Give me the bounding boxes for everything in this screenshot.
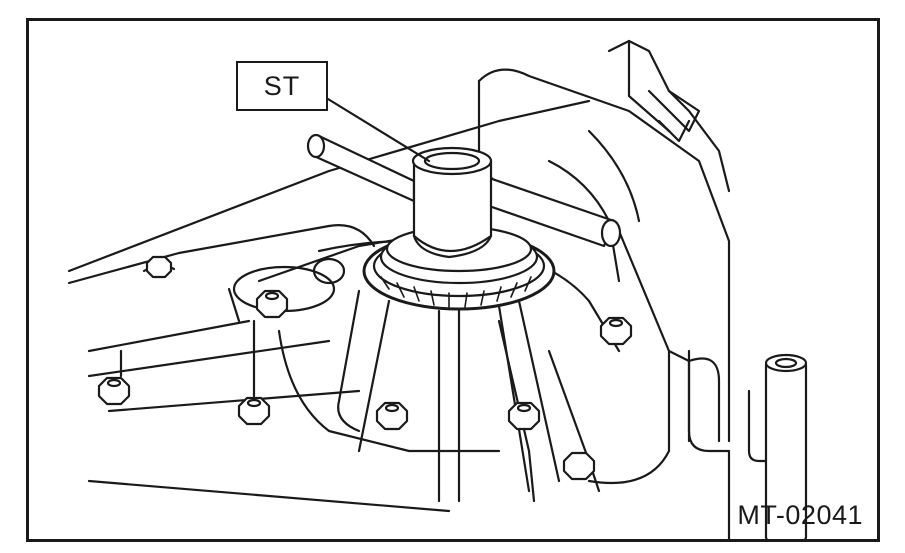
figure-frame: ST MT-02041 <box>26 18 880 542</box>
special-tool-handle-icon <box>306 133 622 259</box>
transmission-case-illustration <box>67 39 808 539</box>
callout-leader-line <box>326 97 431 163</box>
figure-reference-code: MT-02041 <box>737 500 863 530</box>
special-tool-callout-label: ST <box>236 61 328 111</box>
transmission-case-body <box>67 99 591 513</box>
hex-bolt-icon <box>97 255 633 481</box>
breather-pipes <box>687 349 808 539</box>
